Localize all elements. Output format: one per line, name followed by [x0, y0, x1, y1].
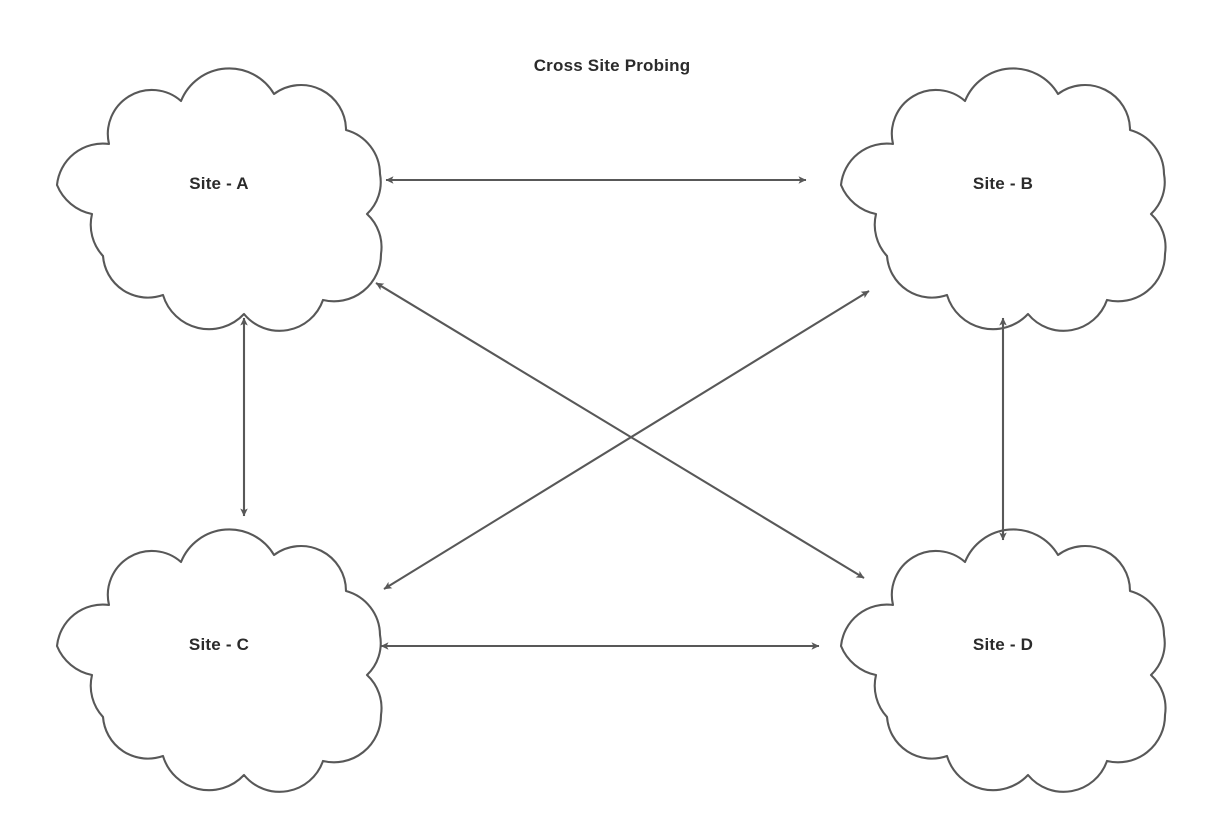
cloud-node-d[interactable] [839, 528, 1167, 793]
cloud-node-b[interactable] [839, 67, 1167, 332]
node-label-site-a: Site - A [189, 174, 249, 193]
diagram-title: Cross Site Probing [533, 56, 691, 75]
node-label-site-d: Site - D [972, 635, 1034, 654]
cloud-node-a[interactable] [55, 67, 383, 332]
node-label-site-c: Site - C [188, 635, 250, 654]
cloud-node-c[interactable] [55, 528, 383, 793]
node-label-site-b: Site - B [972, 174, 1034, 193]
link-c-b[interactable] [383, 290, 870, 590]
link-a-d[interactable] [375, 282, 865, 579]
